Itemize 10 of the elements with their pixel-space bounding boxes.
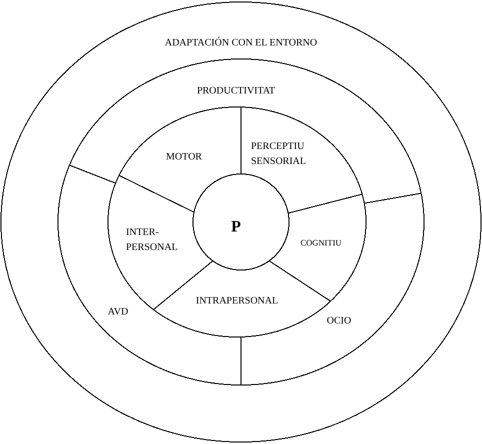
sector-label: INTRAPERSONAL (196, 294, 278, 308)
sector-label: OCIO (326, 314, 352, 328)
sector-label: AVD (108, 306, 128, 320)
center-label: P (231, 220, 241, 234)
sector-label: MOTOR (166, 150, 202, 164)
sector-label: INTER- PERSONAL (126, 226, 178, 254)
ring-label: ADAPTACIÓN CON EL ENTORNO (164, 36, 318, 50)
sector-label: COGNITIU (300, 236, 342, 250)
sector-label: PERCEPTIU SENSORIAL (251, 140, 306, 168)
sector-label: PRODUCTIVITAT (196, 84, 276, 98)
